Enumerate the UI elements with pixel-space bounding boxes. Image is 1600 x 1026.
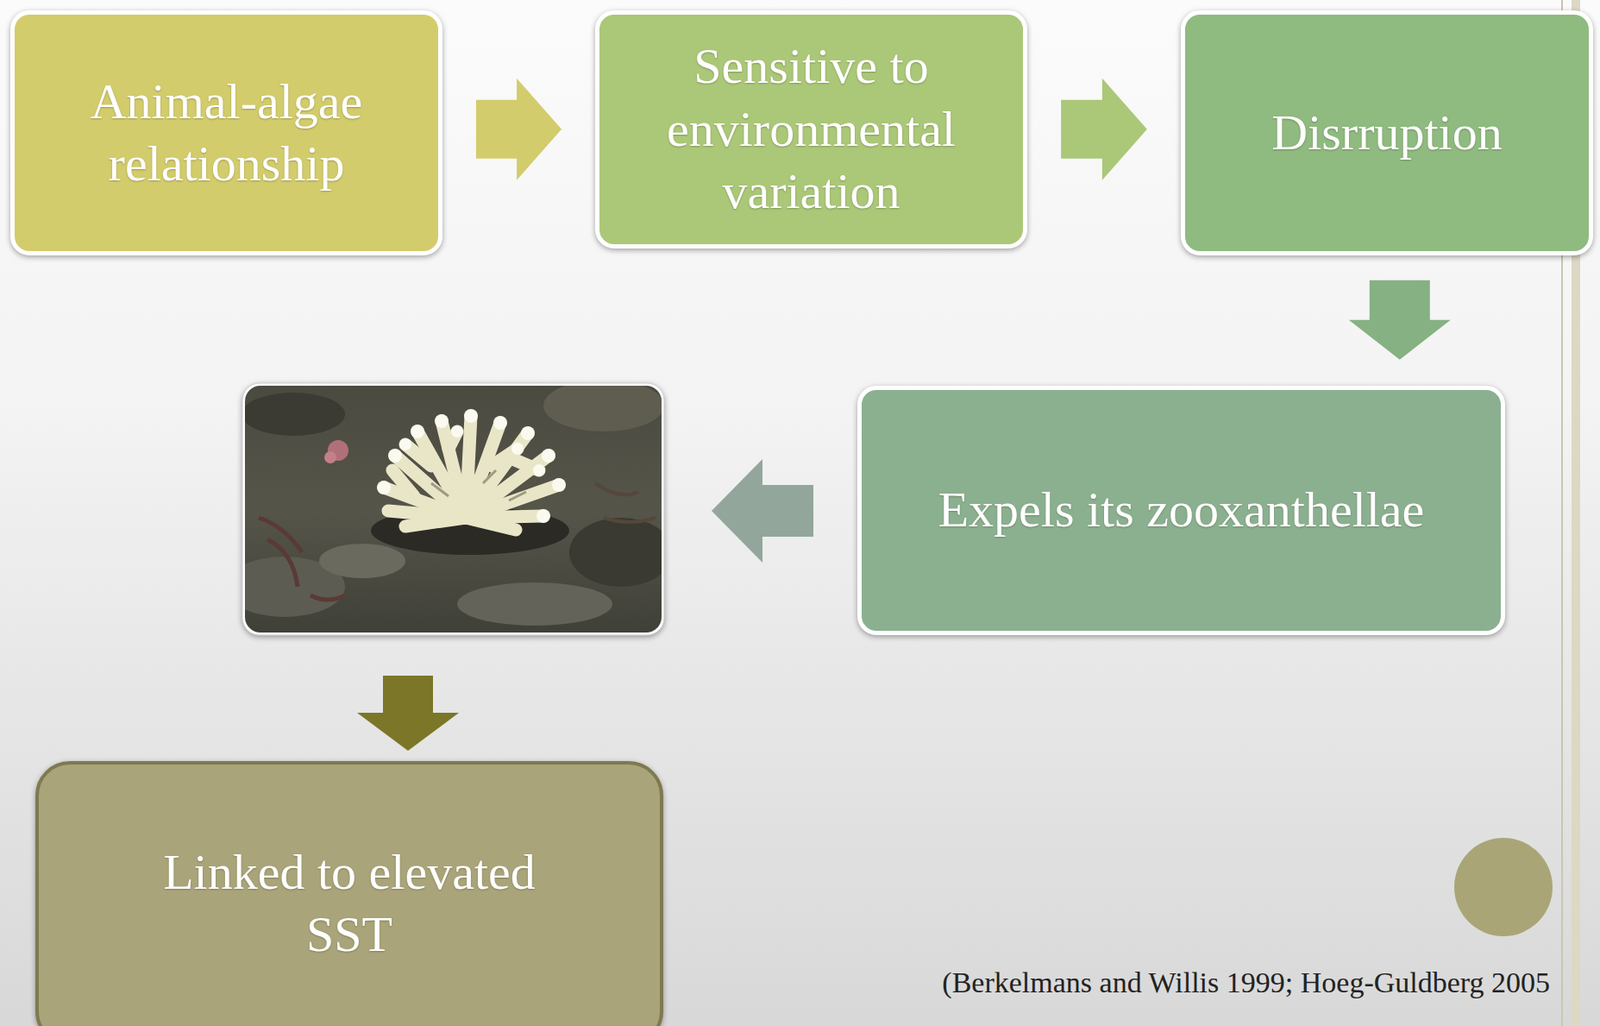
box-text: Expels its zooxanthellae — [938, 478, 1425, 542]
citation-note: (Berkelmans and Willis 1999; Hoeg-Guldbe… — [941, 966, 1550, 999]
process-box: Animal-algae relationship — [10, 10, 443, 256]
box-text: Disrruption — [1271, 101, 1502, 165]
ornament-circle — [1454, 837, 1553, 936]
block-arrow — [357, 675, 459, 751]
block-arrow — [1060, 78, 1148, 181]
process-box: Disrruption — [1180, 10, 1594, 256]
block-arrow — [476, 78, 562, 181]
coral-photo — [244, 385, 662, 633]
block-arrow — [711, 458, 814, 563]
box-text: Animal-algae relationship — [37, 70, 417, 196]
box-text: Sensitive to environmental variation — [621, 35, 1002, 224]
process-box: Sensitive to environmental variation — [595, 10, 1028, 249]
box-text: Linked to elevated SST — [133, 840, 565, 967]
block-arrow — [1349, 280, 1451, 360]
process-box: Expels its zooxanthellae — [857, 385, 1506, 635]
process-box: Linked to elevated SST — [35, 760, 664, 1026]
